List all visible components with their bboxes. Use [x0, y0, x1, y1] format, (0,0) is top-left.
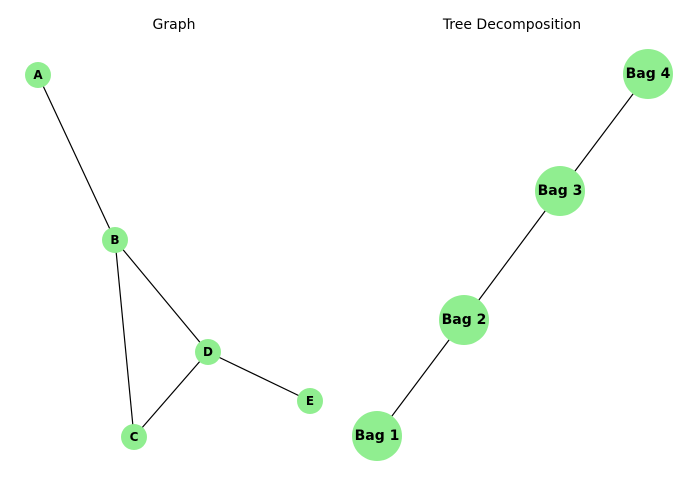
tree-node-circle — [623, 49, 673, 99]
tree-node-label: Bag 2 — [442, 312, 487, 328]
graph-panel: Graph A B C D E — [25, 17, 323, 450]
tree-node-circle — [439, 295, 489, 345]
graph-edge-c-d — [133, 351, 209, 438]
graph-edge-a-b — [37, 74, 116, 241]
graph-edge-b-c — [114, 239, 135, 438]
tree-node-label: Bag 3 — [538, 183, 583, 199]
graph-node-circle — [297, 388, 323, 414]
graph-edge-b-d — [114, 239, 209, 353]
graph-node-label: E — [306, 394, 314, 408]
graph-node-label: C — [130, 430, 139, 444]
tree-node-bag-4: Bag 4 — [623, 49, 673, 99]
tree-nodes: Bag 1 Bag 2 Bag 3 Bag 4 — [352, 49, 673, 461]
graph-nodes: A B C D E — [25, 62, 323, 450]
graph-node-circle — [25, 62, 51, 88]
graph-node-e: E — [297, 388, 323, 414]
graph-node-circle — [121, 424, 147, 450]
graph-title: Graph — [153, 17, 196, 33]
tree-edges — [376, 73, 649, 437]
graph-edge-d-e — [207, 351, 311, 402]
graph-node-label: D — [203, 345, 213, 359]
tree-node-bag-1: Bag 1 — [352, 411, 402, 461]
tree-node-bag-2: Bag 2 — [439, 295, 489, 345]
graph-node-circle — [195, 339, 221, 365]
graph-node-b: B — [102, 227, 128, 253]
graph-node-label: B — [110, 233, 119, 247]
tree-title: Tree Decomposition — [442, 17, 581, 33]
graph-edges — [37, 74, 311, 438]
graph-node-c: C — [121, 424, 147, 450]
graph-node-label: A — [33, 68, 43, 82]
graph-node-circle — [102, 227, 128, 253]
tree-node-label: Bag 1 — [355, 428, 400, 444]
graph-node-a: A — [25, 62, 51, 88]
tree-node-circle — [352, 411, 402, 461]
tree-node-bag-3: Bag 3 — [535, 166, 585, 216]
tree-edge-bag-2-bag-3 — [463, 190, 561, 321]
tree-panel: Tree Decomposition Bag 1 Bag 2 Bag 3 Bag 4 — [352, 17, 673, 461]
tree-node-circle — [535, 166, 585, 216]
tree-node-label: Bag 4 — [626, 66, 671, 82]
graph-node-d: D — [195, 339, 221, 365]
